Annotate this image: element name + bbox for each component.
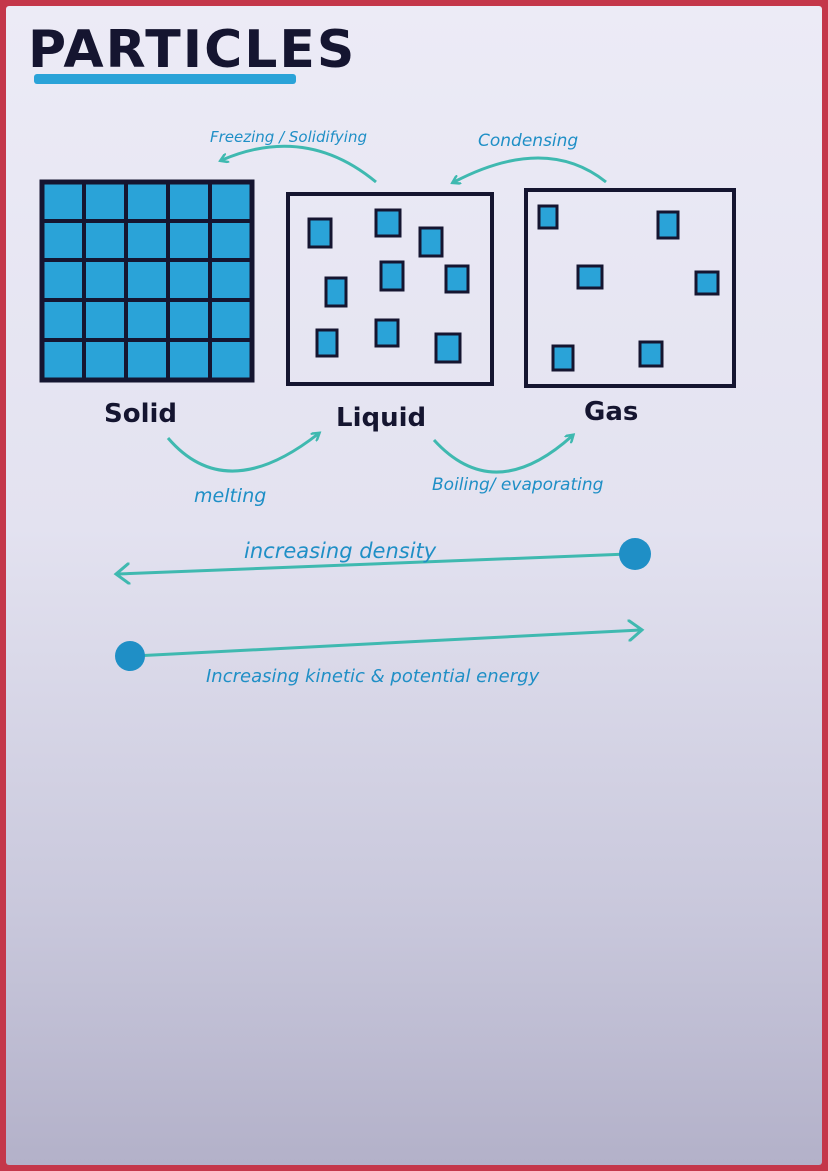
solid-box (39, 179, 255, 383)
liquid-particle (374, 208, 402, 238)
density-arrow-dot (619, 538, 651, 570)
freezing-arrow (222, 144, 377, 184)
gas-particle (551, 344, 575, 372)
energy-arrow-dot (115, 641, 145, 671)
freezing-label: Freezing / Solidifying (210, 128, 367, 146)
melting-arrow (166, 434, 318, 473)
density-label: increasing density (244, 539, 437, 563)
energy-label: Increasing kinetic & potential energy (206, 666, 540, 687)
liquid-particle (374, 318, 400, 348)
particles-diagram: Solid Liquid Gas Freezing / Solidifying … (39, 128, 736, 687)
gas-particle (638, 340, 664, 368)
liquid-box (286, 192, 494, 386)
liquid-particle (379, 260, 405, 292)
gas-particle (576, 264, 604, 290)
gas-label: Gas (584, 397, 638, 427)
energy-arrow (133, 630, 640, 658)
boiling-label: Boiling/ evaporating (432, 475, 604, 495)
density-arrow (118, 552, 629, 574)
solid-label: Solid (104, 399, 177, 429)
gas-box (524, 188, 736, 388)
melting-label: melting (194, 485, 266, 507)
liquid-label: Liquid (336, 403, 426, 433)
liquid-particle (444, 264, 470, 294)
liquid-particle (324, 276, 348, 308)
condensing-arrow (454, 156, 607, 182)
page-title: PARTICLES (28, 20, 357, 80)
gas-particle (694, 270, 720, 296)
boiling-arrow (432, 436, 572, 474)
title-underline (34, 74, 296, 84)
liquid-particle (315, 328, 339, 358)
paper-sheet: PARTICLES (6, 6, 822, 1165)
liquid-particle (434, 332, 462, 364)
gas-particle (656, 210, 680, 240)
condensing-label: Condensing (478, 131, 578, 151)
gas-particle (537, 204, 559, 230)
liquid-particle (307, 217, 333, 249)
liquid-particle (418, 226, 444, 258)
